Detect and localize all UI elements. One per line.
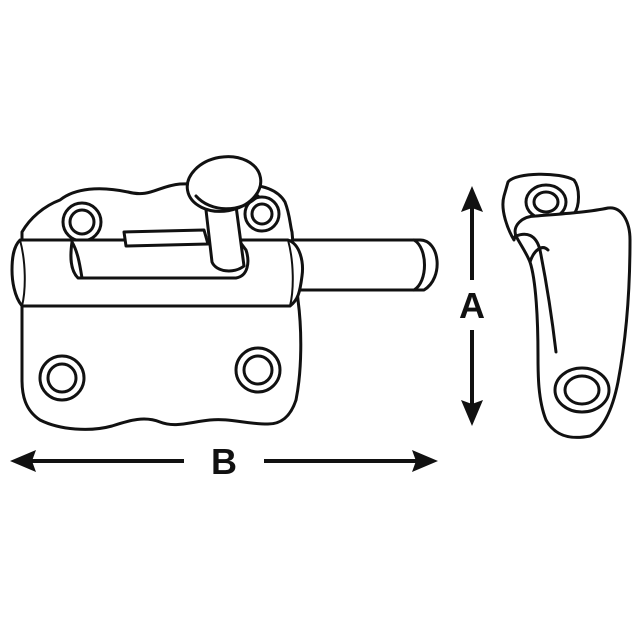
- dimension-a-arrowhead-bottom: [461, 400, 483, 426]
- dimension-b-label: B: [211, 441, 237, 482]
- bolt-handle: [185, 155, 263, 273]
- keeper-hole-bottom-inner: [563, 374, 601, 406]
- dimension-a: A: [459, 186, 485, 426]
- dimension-b-arrowhead-left: [10, 450, 36, 472]
- dimension-b-arrowhead-right: [412, 450, 438, 472]
- screw-hole-bottom-right: [234, 346, 282, 394]
- handle-slot: [69, 240, 250, 280]
- bolt-rod: [290, 238, 439, 292]
- strike-keeper: [501, 172, 632, 439]
- dimension-b: B: [10, 441, 438, 482]
- barrel-bolt: [10, 155, 439, 431]
- keeper-hole-top-inner: [532, 190, 560, 214]
- slot-guide-tab: [122, 228, 210, 248]
- screw-hole-bottom-left: [38, 354, 86, 402]
- keeper-hole-bottom-outer: [553, 366, 611, 414]
- dimension-a-arrowhead-top: [461, 186, 483, 212]
- dimension-a-label: A: [459, 285, 485, 326]
- screw-hole-top-left: [61, 201, 103, 243]
- screw-hole-top-right: [243, 195, 281, 233]
